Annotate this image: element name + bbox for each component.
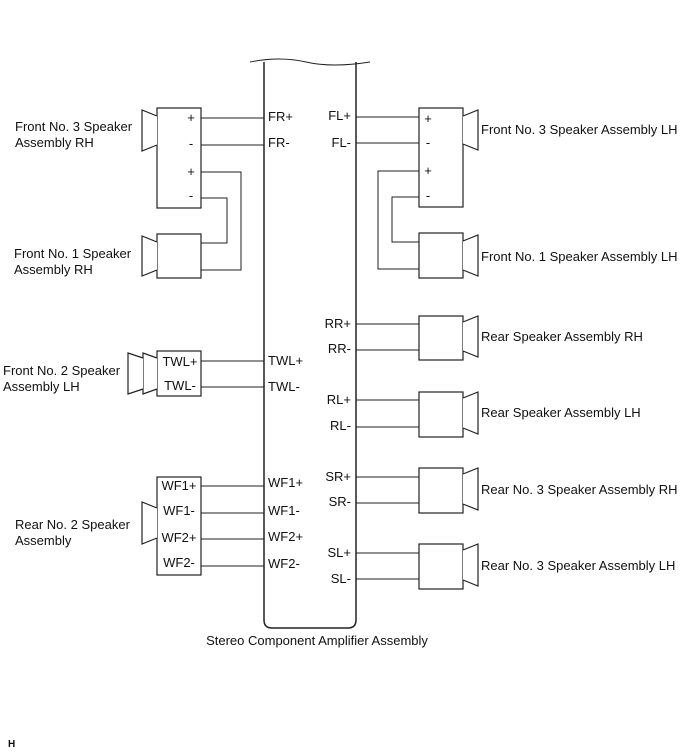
front1-lh-label: Front No. 1 Speaker Assembly LH (481, 249, 678, 264)
pin-wf2-plus: WF2+ (268, 529, 303, 544)
pin-twl-plus: TWL+ (268, 353, 303, 368)
terminal-plus-2: + (187, 164, 195, 179)
pin-wf1-plus: WF1+ (268, 475, 303, 490)
front2-lh-label-2: Assembly LH (3, 379, 80, 394)
front1-lh-speaker (418, 232, 479, 279)
pin-fr-plus: FR+ (268, 109, 293, 124)
pin-sr-plus: SR+ (325, 469, 351, 484)
pin-twl-minus: TWL- (268, 379, 300, 394)
rear2-speaker: WF1+ WF1- WF2+ WF2- (141, 476, 202, 576)
terminal-wf2-minus: WF2- (163, 555, 195, 570)
terminal-minus-2: - (189, 188, 193, 203)
front3-rh-label-1: Front No. 3 Speaker (15, 119, 133, 134)
terminal-minus: - (189, 136, 193, 151)
rear-lh-speaker (418, 391, 479, 438)
terminal-wf1-minus: WF1- (163, 503, 195, 518)
pin-sr-minus: SR- (329, 494, 351, 509)
speaker-cone-icon (462, 543, 479, 587)
terminal-minus: - (426, 135, 430, 150)
pin-sl-plus: SL+ (328, 545, 352, 560)
terminal-wf2-plus: WF2+ (161, 530, 196, 545)
speaker-cone-icon (141, 109, 158, 152)
front1-rh-speaker (141, 233, 202, 279)
amplifier-break-line (249, 58, 371, 66)
pin-fr-minus: FR- (268, 135, 290, 150)
speaker-cone-icon (462, 109, 479, 151)
pin-sl-minus: SL- (331, 571, 351, 586)
rear3-lh-label: Rear No. 3 Speaker Assembly LH (481, 558, 675, 573)
speaker-cone-icon (462, 391, 479, 435)
pin-wf1-minus: WF1- (268, 503, 300, 518)
amplifier-label: Stereo Component Amplifier Assembly (206, 633, 428, 648)
front1-rh-label-1: Front No. 1 Speaker (14, 246, 132, 261)
speaker-cone-icon (127, 352, 144, 395)
front2-lh-speaker: TWL+ TWL- (127, 350, 202, 397)
speaker-cone-icon (142, 352, 158, 395)
terminal-wf1-plus: WF1+ (161, 478, 196, 493)
speaker-cone-icon (141, 235, 158, 277)
front3-lh-label: Front No. 3 Speaker Assembly LH (481, 122, 678, 137)
rear3-rh-label: Rear No. 3 Speaker Assembly RH (481, 482, 678, 497)
rear2-label-1: Rear No. 2 Speaker (15, 517, 131, 532)
front3-lh-speaker: + - + - (418, 107, 479, 208)
rear-rh-label: Rear Speaker Assembly RH (481, 329, 643, 344)
terminal-plus: + (424, 111, 432, 126)
pin-wf2-minus: WF2- (268, 556, 300, 571)
rear3-rh-speaker (418, 467, 479, 514)
pin-rr-minus: RR- (328, 341, 351, 356)
pin-rl-plus: RL+ (327, 392, 351, 407)
terminal-twl-plus: TWL+ (162, 354, 197, 369)
pin-fl-minus: FL- (332, 135, 352, 150)
pin-rr-plus: RR+ (325, 316, 351, 331)
front3-rh-label-2: Assembly RH (15, 135, 94, 150)
front2-lh-label-1: Front No. 2 Speaker (3, 363, 121, 378)
rear-lh-label: Rear Speaker Assembly LH (481, 405, 641, 420)
speaker-cone-icon (462, 315, 479, 358)
front1-rh-label-2: Assembly RH (14, 262, 93, 277)
terminal-twl-minus: TWL- (164, 378, 196, 393)
amplifier-body (263, 62, 357, 629)
terminal-plus-2: + (424, 163, 432, 178)
speaker-cone-icon (462, 467, 479, 511)
speaker-cone-icon (141, 501, 158, 545)
terminal-minus-2: - (426, 188, 430, 203)
rear-rh-speaker (418, 315, 479, 361)
speaker-cone-icon (462, 234, 479, 277)
corner-mark: H (8, 739, 15, 750)
front3-rh-speaker: + - + - (141, 107, 202, 209)
rear3-lh-speaker (418, 543, 479, 590)
rear2-label-2: Assembly (15, 533, 72, 548)
pin-rl-minus: RL- (330, 418, 351, 433)
pin-fl-plus: FL+ (328, 108, 351, 123)
terminal-plus: + (187, 110, 195, 125)
